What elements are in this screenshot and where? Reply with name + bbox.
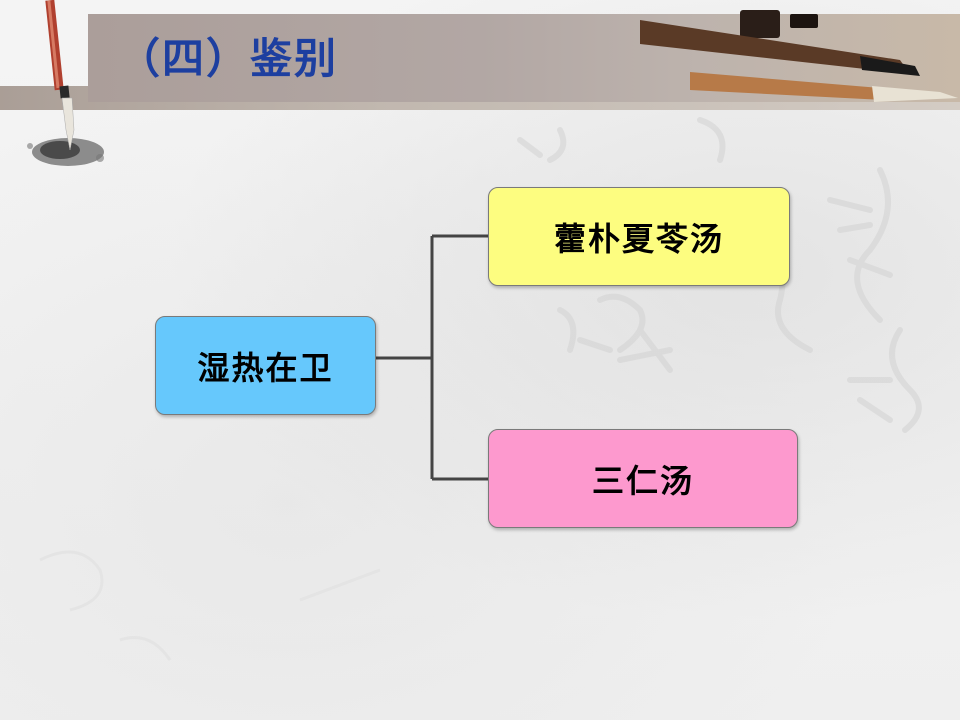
node-branch-1-label: 藿朴夏苓汤 — [553, 219, 724, 258]
node-root-label: 湿热在卫 — [197, 348, 334, 387]
page-title: （四）鉴别 — [118, 34, 339, 83]
node-branch-2-label: 三仁汤 — [591, 461, 694, 500]
node-root: 湿热在卫 — [155, 316, 376, 415]
node-branch-1: 藿朴夏苓汤 — [488, 187, 790, 286]
node-branch-2: 三仁汤 — [488, 429, 798, 528]
